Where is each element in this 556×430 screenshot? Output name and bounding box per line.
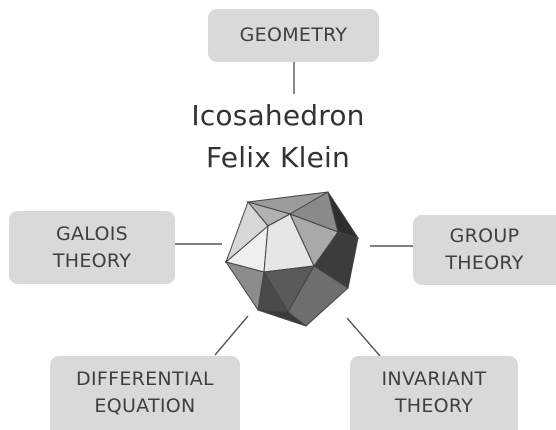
icosahedron-icon: [224, 191, 360, 327]
connector-bottom-left: [214, 315, 249, 356]
node-group-theory-line2: THEORY: [445, 252, 524, 274]
node-invariant-theory-line1: INVARIANT: [381, 368, 487, 390]
connector-bottom-right: [346, 317, 381, 357]
node-geometry-label: GEOMETRY: [239, 24, 348, 46]
node-galois-theory-line2: THEORY: [52, 249, 132, 272]
node-group-theory-line1: GROUP: [449, 225, 520, 247]
node-differential-equation: DIFFERENTIAL EQUATION: [50, 356, 240, 430]
node-group-theory: GROUP THEORY: [413, 215, 556, 285]
center-title-line1: Icosahedron: [191, 99, 365, 132]
node-differential-equation-line1: DIFFERENTIAL: [76, 368, 214, 390]
node-invariant-theory: INVARIANT THEORY: [350, 356, 518, 430]
node-galois-theory: GALOIS THEORY: [9, 211, 175, 284]
node-galois-theory-line1: GALOIS: [55, 222, 129, 245]
node-invariant-theory-line2: THEORY: [394, 395, 474, 417]
center-title-line2: Felix Klein: [206, 141, 350, 174]
node-geometry: GEOMETRY: [208, 9, 379, 62]
node-differential-equation-line2: EQUATION: [94, 395, 196, 417]
